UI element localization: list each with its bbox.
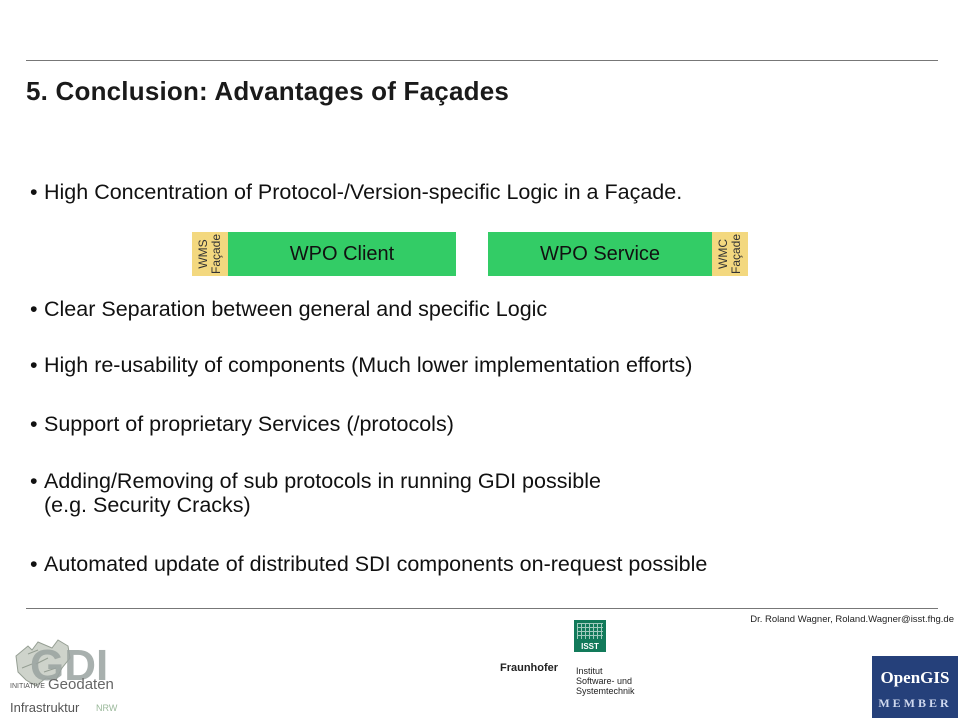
institute-label: Institut Software- und Systemtechnik: [576, 666, 635, 696]
author-credit: Dr. Roland Wagner, Roland.Wagner@isst.fh…: [750, 614, 954, 625]
bullet-proprietary: •Support of proprietary Services (/proto…: [30, 412, 454, 436]
bullet-automated-update: •Automated update of distributed SDI com…: [30, 552, 707, 576]
bullet-dot: •: [30, 180, 38, 204]
wms-label: WMS: [196, 239, 210, 269]
bullet-text: Adding/Removing of sub protocols in runn…: [44, 469, 601, 493]
gdi-nrw-logo: GDI: [15, 639, 108, 690]
bullet-text: High re-usability of components (Much lo…: [44, 353, 693, 377]
gdi-logo-text: GDI: [30, 641, 108, 690]
bullet-reusability: •High re-usability of components (Much l…: [30, 353, 692, 377]
institute-line-2: Software- und: [576, 676, 633, 686]
isst-logo: ISST: [574, 620, 606, 652]
bullet-text: Clear Separation between general and spe…: [44, 297, 548, 321]
wpo-service-box: WPO Service: [488, 232, 712, 276]
bullet-dot: •: [30, 297, 38, 321]
institute-line-3: Systemtechnik: [576, 686, 635, 696]
bullet-subprotocols: •Adding/Removing of sub protocols in run…: [30, 469, 601, 517]
gdi-initiative-label: INITIATIVE: [10, 683, 45, 690]
member-label: MEMBER: [878, 696, 952, 710]
opengis-member-badge: OpenGIS MEMBER: [872, 656, 958, 718]
wmc-facade-label: Façade: [729, 233, 743, 275]
institute-line-1: Institut: [576, 666, 603, 676]
bullet-text: High Concentration of Protocol-/Version-…: [44, 180, 683, 204]
bullet-text: Automated update of distributed SDI comp…: [44, 552, 708, 576]
bullet-dot: •: [30, 353, 38, 377]
top-divider: [26, 60, 938, 61]
bullet-continuation: (e.g. Security Cracks): [44, 493, 251, 517]
bullet-dot: •: [30, 552, 38, 576]
slide-title: 5. Conclusion: Advantages of Façades: [26, 76, 510, 106]
gdi-geodaten-label: Geodaten: [48, 676, 114, 693]
bottom-divider: [26, 608, 938, 609]
wpo-client-box: WPO Client: [228, 232, 456, 276]
isst-grid-icon: [577, 623, 603, 639]
gdi-nrw-label: NRW: [96, 703, 118, 713]
bullet-dot: •: [30, 412, 38, 436]
isst-label: ISST: [581, 642, 599, 651]
gdi-infrastruktur-label: Infrastruktur: [10, 700, 80, 715]
bullet-concentration: •High Concentration of Protocol-/Version…: [30, 180, 682, 204]
bullet-text: Support of proprietary Services (/protoc…: [44, 412, 454, 436]
fraunhofer-label: Fraunhofer: [500, 662, 559, 674]
opengis-label: OpenGIS: [880, 668, 950, 687]
bullet-dot: •: [30, 469, 38, 493]
wms-facade-label: Façade: [209, 233, 223, 275]
bullet-separation: •Clear Separation between general and sp…: [30, 297, 547, 321]
wmc-label: WMC: [716, 239, 730, 269]
